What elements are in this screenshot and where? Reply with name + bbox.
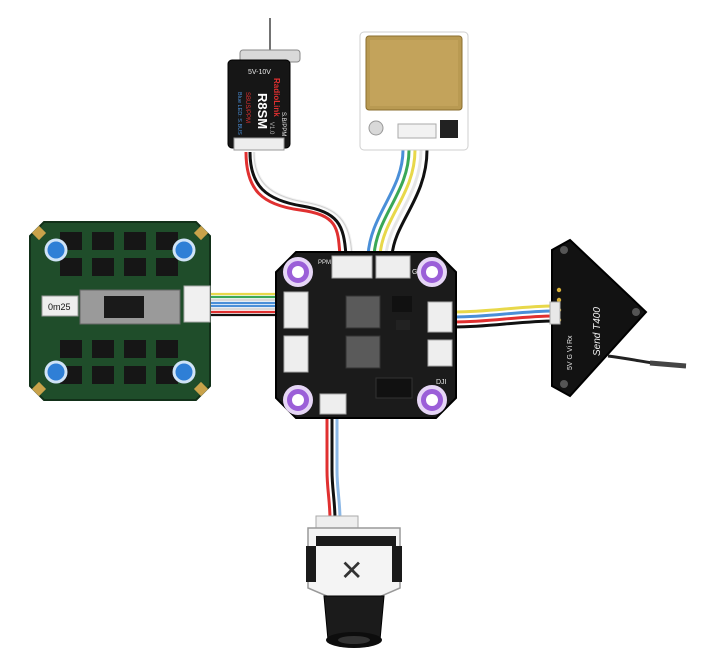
esc-mount-hole-bl (44, 360, 68, 384)
receiver-top-badge: 5V-10V (248, 69, 271, 76)
esc-mount-hole-tr (172, 238, 196, 262)
vtx-module: 5V G Vi Rx Send T400 (549, 238, 687, 398)
vtx-board (551, 238, 648, 398)
receiver-brand: RadioLink (272, 78, 281, 117)
receiver-version: V1.0 (268, 122, 274, 135)
camera-logo: ✕ (340, 554, 363, 587)
esc-ribbon-cable (210, 292, 285, 317)
vtx-pin-labels: 5V G Vi Rx (567, 335, 574, 370)
camera-module: ✕ (306, 515, 402, 648)
gps-cable (366, 149, 429, 257)
vtx-brand: Send T400 (592, 307, 603, 356)
fc-dji-pad-label: DJI (436, 379, 447, 386)
esc-shunt-label: 0m25 (48, 302, 71, 312)
esc-shunt-resistor (41, 295, 79, 317)
gps-module (359, 31, 469, 151)
vtx-cable (454, 304, 557, 329)
esc-board: 0m25 (29, 221, 211, 401)
receiver-model: R8SM (255, 93, 270, 129)
receiver-cable (244, 151, 354, 257)
receiver-led-label: Blue LED: S.BUS (236, 92, 242, 135)
receiver-io-label: S.B/PPM (280, 112, 286, 136)
receiver-spec: SBUS/PPM (244, 92, 250, 123)
fc-inductor-top (345, 295, 381, 329)
esc-connector (183, 285, 211, 323)
camera-connector (315, 515, 359, 529)
camera-cable (325, 418, 342, 521)
fc-inductor-bottom (345, 335, 381, 369)
esc-mount-hole-tl (44, 238, 68, 262)
gps-battery (368, 120, 384, 136)
receiver-module: 5V-10V R8SM RadioLink SBUS/PPM Blue LED:… (227, 18, 301, 151)
fc-ppm-pad-label: PPM (318, 260, 331, 266)
flight-controller: GPS DJI PPM (275, 251, 457, 419)
esc-mount-hole-br (172, 360, 196, 384)
gps-connector (397, 123, 437, 139)
fc-mcu (375, 377, 413, 399)
